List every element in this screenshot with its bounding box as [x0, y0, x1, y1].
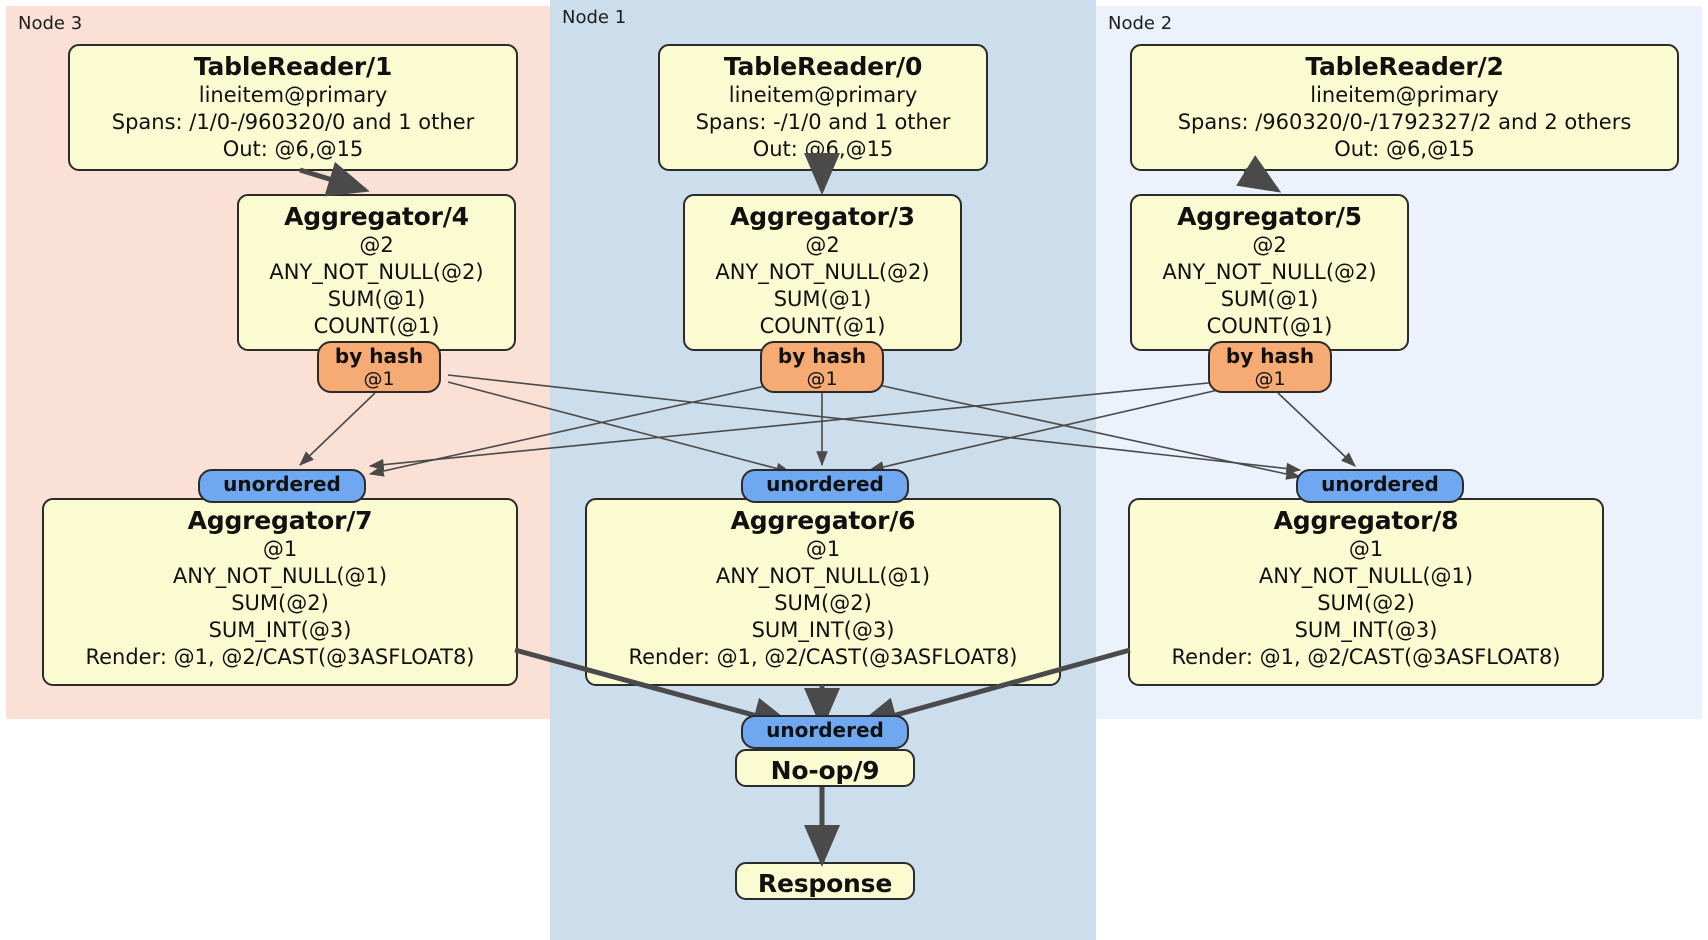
processor-aggregator-4[interactable]: Aggregator/4 @2 ANY_NOT_NULL(@2) SUM(@1)…	[237, 194, 516, 351]
router-title: by hash	[334, 344, 424, 368]
processor-group-cols: @1	[805, 537, 841, 561]
router-title: by hash	[777, 344, 867, 368]
processor-render: Render: @1, @2/CAST(@3ASFLOAT8)	[1171, 645, 1561, 669]
processor-agg-fn-2: SUM(@2)	[1317, 591, 1415, 615]
synchronizer-unordered-final[interactable]: unordered	[741, 715, 909, 749]
processor-aggregator-6[interactable]: Aggregator/6 @1 ANY_NOT_NULL(@1) SUM(@2)…	[585, 498, 1061, 686]
processor-title: Aggregator/3	[730, 202, 915, 231]
processor-agg-fn-3: COUNT(@1)	[759, 314, 886, 338]
processor-agg-fn-1: ANY_NOT_NULL(@2)	[715, 260, 930, 284]
synchronizer-title: unordered	[766, 718, 884, 742]
processor-detail-table: lineitem@primary	[198, 83, 388, 107]
processor-title: No-op/9	[770, 756, 880, 785]
processor-aggregator-7[interactable]: Aggregator/7 @1 ANY_NOT_NULL(@1) SUM(@2)…	[42, 498, 518, 686]
router-by-hash-center[interactable]: by hash @1	[760, 341, 884, 393]
processor-title: Aggregator/7	[187, 506, 373, 535]
router-by-hash-right[interactable]: by hash @1	[1208, 341, 1332, 393]
processor-detail-table: lineitem@primary	[728, 83, 918, 107]
processor-render: Render: @1, @2/CAST(@3ASFLOAT8)	[628, 645, 1018, 669]
node-panel-label-node-2: Node 2	[1108, 13, 1173, 34]
processor-aggregator-3[interactable]: Aggregator/3 @2 ANY_NOT_NULL(@2) SUM(@1)…	[683, 194, 962, 351]
processor-detail-out: Out: @6,@15	[752, 137, 894, 161]
processor-title: Aggregator/4	[284, 202, 469, 231]
processor-group-cols: @1	[262, 537, 298, 561]
processor-agg-fn-2: SUM(@2)	[774, 591, 872, 615]
node-panel-label-node-1: Node 1	[562, 7, 627, 28]
router-title: by hash	[1225, 344, 1315, 368]
processor-title: Aggregator/6	[730, 506, 916, 535]
processor-render: Render: @1, @2/CAST(@3ASFLOAT8)	[85, 645, 475, 669]
processor-table-reader-0[interactable]: TableReader/0 lineitem@primary Spans: -/…	[658, 44, 988, 171]
processor-agg-fn-2: SUM(@1)	[773, 287, 872, 311]
processor-no-op-9[interactable]: No-op/9	[735, 749, 915, 787]
router-by-hash-left[interactable]: by hash @1	[317, 341, 441, 393]
processor-agg-fn-3: SUM_INT(@3)	[208, 618, 352, 642]
processor-agg-fn-1: ANY_NOT_NULL(@2)	[1162, 260, 1377, 284]
processor-group-cols: @1	[1348, 537, 1384, 561]
processor-agg-fn-3: COUNT(@1)	[313, 314, 440, 338]
processor-title: Aggregator/5	[1177, 202, 1362, 231]
processor-title: TableReader/2	[1305, 52, 1504, 81]
processor-detail-spans: Spans: /960320/0-/1792327/2 and 2 others	[1177, 110, 1632, 134]
synchronizer-title: unordered	[766, 472, 884, 496]
processor-agg-fn-1: ANY_NOT_NULL(@1)	[715, 564, 931, 588]
synchronizer-unordered-center[interactable]: unordered	[741, 469, 909, 503]
processor-agg-fn-2: SUM(@1)	[327, 287, 426, 311]
processor-detail-spans: Spans: -/1/0 and 1 other	[695, 110, 951, 134]
processor-table-reader-1[interactable]: TableReader/1 lineitem@primary Spans: /1…	[68, 44, 518, 171]
router-column: @1	[363, 368, 395, 390]
processor-table-reader-2[interactable]: TableReader/2 lineitem@primary Spans: /9…	[1130, 44, 1679, 171]
processor-agg-fn-1: ANY_NOT_NULL(@1)	[172, 564, 388, 588]
processor-title: Response	[757, 869, 893, 898]
router-column: @1	[806, 368, 838, 390]
processor-detail-out: Out: @6,@15	[1334, 137, 1475, 161]
processor-aggregator-8[interactable]: Aggregator/8 @1 ANY_NOT_NULL(@1) SUM(@2)…	[1128, 498, 1604, 686]
processor-response[interactable]: Response	[735, 862, 915, 900]
processor-agg-fn-3: COUNT(@1)	[1206, 314, 1333, 338]
processor-title: TableReader/0	[723, 52, 923, 81]
synchronizer-title: unordered	[223, 472, 341, 496]
processor-title: TableReader/1	[193, 52, 393, 81]
processor-title: Aggregator/8	[1273, 506, 1459, 535]
processor-agg-fn-3: SUM_INT(@3)	[751, 618, 895, 642]
router-column: @1	[1254, 368, 1286, 390]
synchronizer-unordered-left[interactable]: unordered	[198, 469, 366, 503]
processor-group-cols: @2	[359, 233, 394, 257]
processor-agg-fn-2: SUM(@1)	[1220, 287, 1319, 311]
processor-agg-fn-3: SUM_INT(@3)	[1294, 618, 1438, 642]
synchronizer-title: unordered	[1321, 472, 1439, 496]
processor-group-cols: @2	[805, 233, 840, 257]
node-panel-label-node-3: Node 3	[18, 13, 83, 34]
processor-detail-table: lineitem@primary	[1310, 83, 1499, 107]
processor-group-cols: @2	[1252, 233, 1287, 257]
processor-detail-spans: Spans: /1/0-/960320/0 and 1 other	[111, 110, 475, 134]
synchronizer-unordered-right[interactable]: unordered	[1296, 469, 1464, 503]
processor-agg-fn-1: ANY_NOT_NULL(@2)	[269, 260, 484, 284]
processor-agg-fn-1: ANY_NOT_NULL(@1)	[1258, 564, 1474, 588]
processor-aggregator-5[interactable]: Aggregator/5 @2 ANY_NOT_NULL(@2) SUM(@1)…	[1130, 194, 1409, 351]
processor-detail-out: Out: @6,@15	[222, 137, 364, 161]
processor-agg-fn-2: SUM(@2)	[231, 591, 329, 615]
